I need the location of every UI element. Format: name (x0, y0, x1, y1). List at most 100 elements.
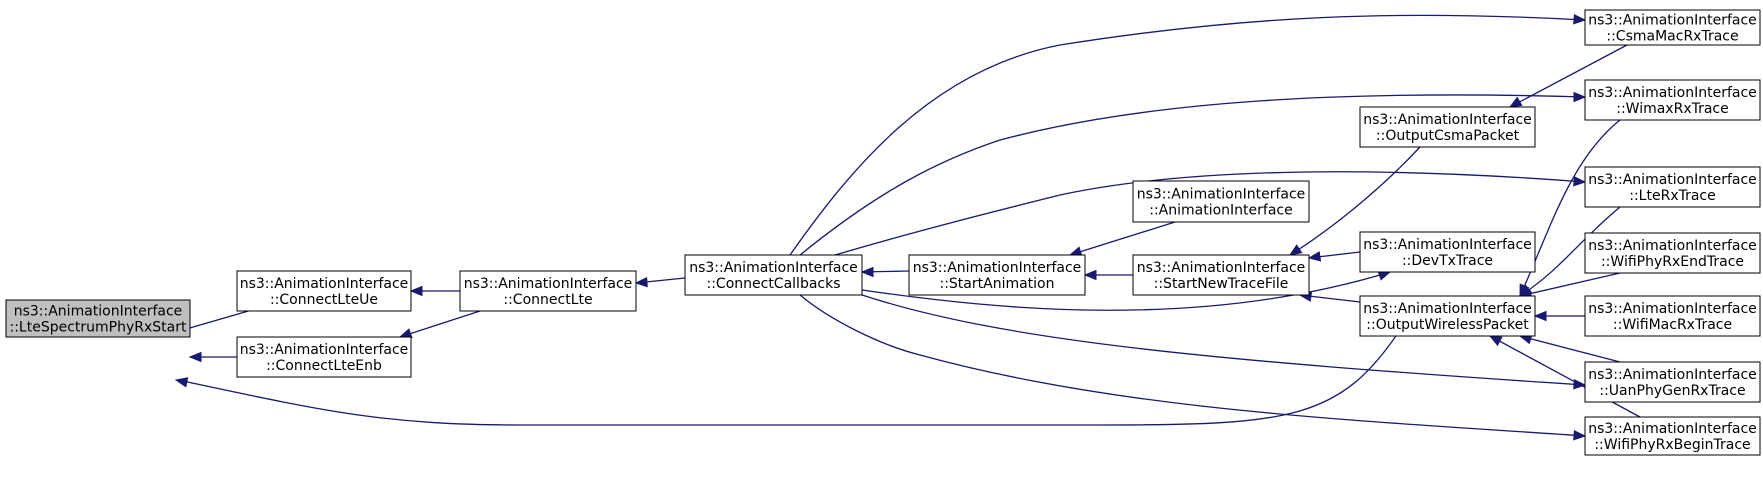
node-connect-callbacks[interactable]: ns3::AnimationInterface::ConnectCallback… (684, 254, 863, 296)
node-box (1584, 166, 1761, 208)
edge-arrowhead (1288, 244, 1303, 256)
edge-arrowhead (188, 351, 202, 363)
edge-line (799, 294, 1586, 437)
edge-line (1519, 272, 1621, 297)
edge-line (834, 171, 1586, 256)
edge-line (1509, 44, 1628, 108)
edge-n4-to-n3 (634, 276, 686, 288)
node-connect-lte-enb[interactable]: ns3::AnimationInterface::ConnectLteEnb (236, 336, 412, 378)
edge-arrowhead (1573, 14, 1587, 25)
node-namespace-label: ns3::AnimationInterface (1137, 187, 1306, 203)
edge-n15-to-n10 (1533, 310, 1585, 322)
node-box (908, 254, 1086, 296)
node-namespace-label: ns3::AnimationInterface (464, 276, 633, 292)
edge-arrowhead (1573, 91, 1587, 103)
node-method-label: ::WifiPhyRxEndTrace (1601, 254, 1744, 270)
node-uan-phy-gen-rx-trace[interactable]: ns3::AnimationInterface::UanPhyGenRxTrac… (1584, 361, 1761, 403)
node-start-new-trace-file[interactable]: ns3::AnimationInterface::StartNewTraceFi… (1132, 254, 1310, 296)
node-lte-rx-trace[interactable]: ns3::AnimationInterface::LteRxTrace (1584, 166, 1761, 208)
edge-line (789, 14, 1586, 256)
edge-line (1289, 146, 1421, 256)
node-namespace-label: ns3::AnimationInterface (1588, 301, 1757, 317)
edge-n10-to-n0 (174, 329, 1401, 426)
edge-line (799, 94, 1586, 256)
node-namespace-label: ns3::AnimationInterface (1588, 367, 1757, 383)
edge-n16-to-n10 (1518, 334, 1621, 363)
node-box (1584, 361, 1761, 403)
node-method-label: ::DevTxTrace (1402, 253, 1493, 269)
node-box (684, 254, 863, 296)
node-namespace-label: ns3::AnimationInterface (1588, 238, 1757, 254)
edge-arrowhead (409, 285, 423, 297)
edge-n12-to-n4 (799, 91, 1587, 256)
edge-n11-to-n4 (789, 14, 1587, 256)
node-namespace-label: ns3::AnimationInterface (14, 304, 183, 320)
edge-line (1519, 335, 1621, 363)
edge-n17-to-n10 (1488, 335, 1641, 418)
node-csma-mac-rx-trace[interactable]: ns3::AnimationInterface::CsmaMacRxTrace (1584, 9, 1761, 46)
node-box (459, 270, 637, 312)
node-method-label: ::StartAnimation (939, 276, 1054, 292)
node-method-label: ::ConnectLteEnb (266, 358, 382, 374)
node-box (236, 336, 412, 378)
node-box (1584, 232, 1761, 274)
node-namespace-label: ns3::AnimationInterface (1137, 260, 1306, 276)
edge-line (399, 310, 481, 338)
node-connect-lte-ue[interactable]: ns3::AnimationInterface::ConnectLteUe (236, 270, 412, 312)
node-box (1132, 254, 1310, 296)
node-method-label: ::OutputWirelessPacket (1366, 317, 1529, 333)
edge-arrowhead (1508, 96, 1523, 108)
node-wimax-rx-trace[interactable]: ns3::AnimationInterface::WimaxRxTrace (1584, 79, 1761, 121)
node-box (5, 299, 191, 338)
edge-arrowhead (1083, 269, 1097, 281)
edge-n9-to-n7 (1307, 251, 1361, 262)
node-namespace-label: ns3::AnimationInterface (1588, 13, 1757, 29)
node-namespace-label: ns3::AnimationInterface (689, 260, 858, 276)
node-output-csma-packet[interactable]: ns3::AnimationInterface::OutputCsmaPacke… (1359, 106, 1536, 148)
node-wifi-phy-rx-end-trace[interactable]: ns3::AnimationInterface::WifiPhyRxEndTra… (1584, 232, 1761, 274)
edge-line (1069, 221, 1176, 256)
node-method-label: ::ConnectCallbacks (706, 276, 840, 292)
node-method-label: ::LteRxTrace (1629, 188, 1716, 204)
node-method-label: ::LteSpectrumPhyRxStart (10, 320, 188, 336)
node-lte-spectrum-phy-rx-start[interactable]: ns3::AnimationInterface::LteSpectrumPhyR… (5, 299, 191, 338)
node-namespace-label: ns3::AnimationInterface (1588, 421, 1757, 437)
node-method-label: ::WifiPhyRxBeginTrace (1594, 437, 1750, 453)
edge-n2-to-n0 (188, 351, 237, 363)
node-namespace-label: ns3::AnimationInterface (240, 342, 409, 358)
edge-arrowhead (860, 266, 874, 278)
node-method-label: ::WimaxRxTrace (1616, 101, 1729, 117)
node-connect-lte[interactable]: ns3::AnimationInterface::ConnectLte (459, 270, 637, 312)
edge-n17-to-n4 (799, 294, 1587, 441)
node-box (1584, 295, 1761, 337)
edge-arrowhead (398, 328, 413, 339)
node-output-wireless-packet[interactable]: ns3::AnimationInterface::OutputWirelessP… (1359, 295, 1536, 337)
node-namespace-label: ns3::AnimationInterface (1363, 112, 1532, 128)
node-box (1359, 295, 1536, 337)
edge-n7-to-n5 (1083, 269, 1133, 281)
node-method-label: ::UanPhyGenRxTrace (1599, 383, 1745, 399)
edge-arrowhead (1307, 251, 1322, 262)
edge-n13-to-n4 (834, 171, 1587, 256)
edge-line (1489, 335, 1641, 418)
node-method-label: ::WifiMacRxTrace (1613, 317, 1732, 333)
node-start-animation[interactable]: ns3::AnimationInterface::StartAnimation (908, 254, 1086, 296)
node-box (236, 270, 412, 312)
node-method-label: ::ConnectLteUe (270, 292, 378, 308)
node-dev-tx-trace[interactable]: ns3::AnimationInterface::DevTxTrace (1359, 231, 1536, 273)
edge-n8-to-n11 (1508, 44, 1628, 108)
node-box (1359, 106, 1536, 148)
edge-arrowhead (1573, 430, 1587, 441)
edge-n9-to-n4 (861, 270, 1392, 311)
node-animation-interface[interactable]: ns3::AnimationInterface::AnimationInterf… (1132, 180, 1310, 223)
node-box (1132, 180, 1310, 223)
edge-line (1519, 206, 1621, 297)
edge-arrowhead (1488, 335, 1503, 347)
edge-n3-to-n1 (409, 285, 460, 297)
node-method-label: ::CsmaMacRxTrace (1606, 29, 1738, 45)
node-namespace-label: ns3::AnimationInterface (1363, 237, 1532, 253)
node-wifi-phy-rx-begin-trace[interactable]: ns3::AnimationInterface::WifiPhyRxBeginT… (1584, 416, 1761, 456)
node-namespace-label: ns3::AnimationInterface (240, 276, 409, 292)
node-wifi-mac-rx-trace[interactable]: ns3::AnimationInterface::WifiMacRxTrace (1584, 295, 1761, 337)
